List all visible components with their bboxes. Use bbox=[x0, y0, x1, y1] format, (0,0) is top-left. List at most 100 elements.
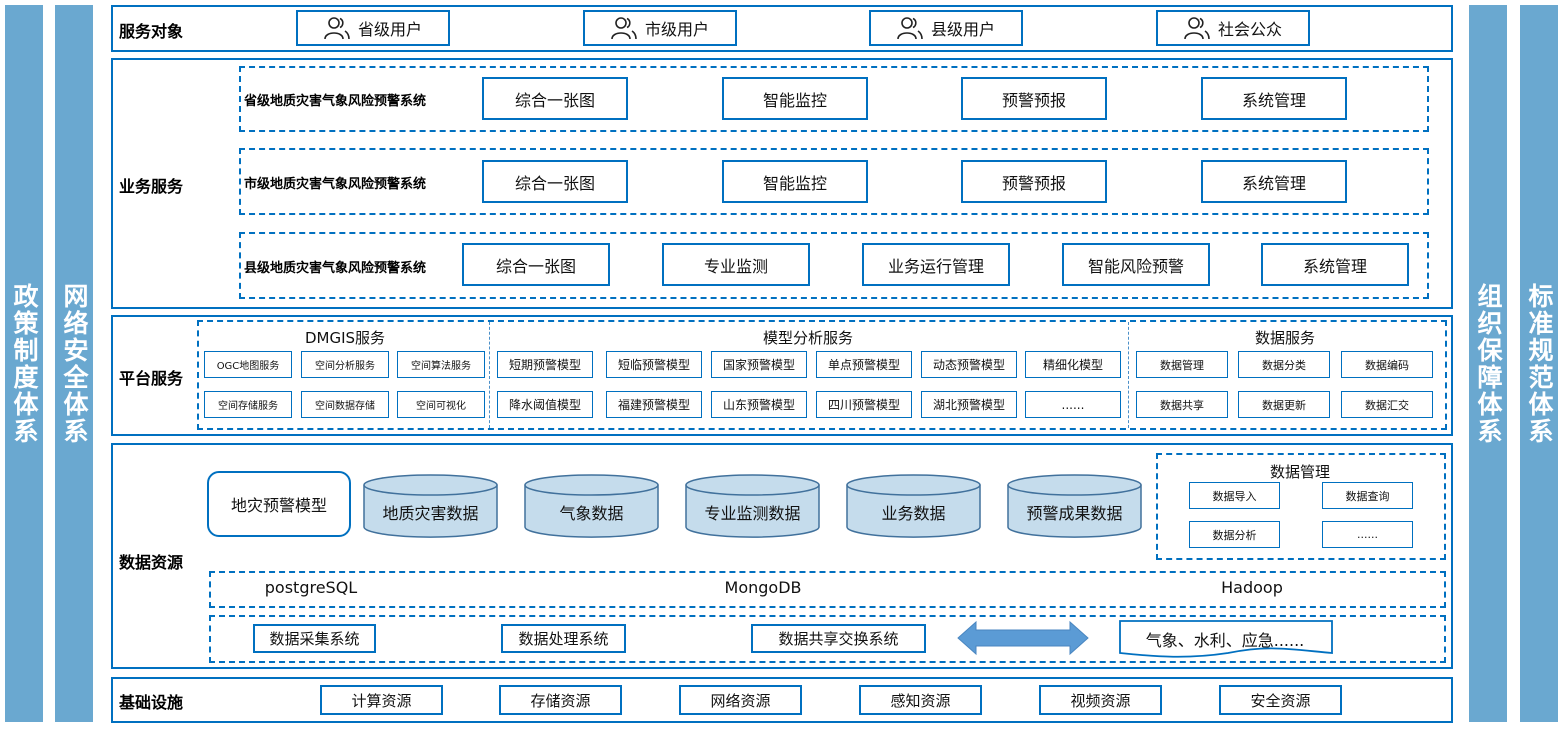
data-management-box: 数据分析 bbox=[1189, 521, 1280, 548]
dmgis-service-box: 空间算法服务 bbox=[397, 351, 485, 378]
database-label: 专业监测数据 bbox=[704, 504, 801, 523]
layer-label: 业务服务 bbox=[119, 177, 184, 196]
database-cylinder: 地质灾害数据 bbox=[363, 474, 498, 538]
divider bbox=[489, 322, 490, 428]
business-module-button: 综合一张图 bbox=[482, 77, 628, 120]
user-target-label: 市级用户 bbox=[644, 20, 709, 39]
business-module-button: 智能监控 bbox=[722, 77, 868, 120]
database-icon bbox=[1007, 474, 1142, 538]
database-icon bbox=[846, 474, 981, 538]
users-icon bbox=[897, 17, 923, 40]
group-label: 省级地质灾害气象风险预警系统 bbox=[244, 94, 427, 109]
dmgis-service-box: 空间数据存储 bbox=[301, 391, 389, 418]
users-icon bbox=[611, 17, 637, 40]
users-icon bbox=[324, 17, 350, 40]
database-cylinder: 气象数据 bbox=[524, 474, 659, 538]
model-box: 国家预警模型 bbox=[711, 351, 807, 378]
infrastructure-resource-box: 存储资源 bbox=[499, 685, 622, 715]
database-icon bbox=[685, 474, 820, 538]
data-services-title: 数据服务 bbox=[1254, 329, 1316, 347]
business-module-button: 系统管理 bbox=[1201, 160, 1347, 203]
business-module-button: 综合一张图 bbox=[482, 160, 628, 203]
data-service-box: 数据汇交 bbox=[1341, 391, 1433, 418]
data-service-box: 数据管理 bbox=[1136, 351, 1228, 378]
user-target-box: 社会公众 bbox=[1156, 10, 1310, 46]
data-service-box: 数据共享 bbox=[1136, 391, 1228, 418]
models-title: 模型分析服务 bbox=[762, 329, 854, 347]
business-module-button: 专业监测 bbox=[662, 243, 810, 286]
infrastructure-resource-box: 安全资源 bbox=[1219, 685, 1342, 715]
model-box: 短期预警模型 bbox=[497, 351, 593, 378]
model-box: 四川预警模型 bbox=[816, 391, 912, 418]
model-box: 福建预警模型 bbox=[606, 391, 702, 418]
business-module-button: 预警预报 bbox=[961, 77, 1107, 120]
data-management-group bbox=[1156, 453, 1446, 560]
layer-label: 基础设施 bbox=[119, 693, 184, 712]
business-module-button: 智能风险预警 bbox=[1062, 243, 1210, 286]
external-sources-shape bbox=[1119, 620, 1333, 658]
layer-label: 数据资源 bbox=[119, 553, 184, 572]
database-cylinder: 专业监测数据 bbox=[685, 474, 820, 538]
infrastructure-resource-box: 网络资源 bbox=[679, 685, 802, 715]
user-target-box: 市级用户 bbox=[583, 10, 737, 46]
dmgis-service-box: 空间分析服务 bbox=[301, 351, 389, 378]
group-label: 市级地质灾害气象风险预警系统 bbox=[244, 177, 427, 192]
infrastructure-resource-box: 视频资源 bbox=[1039, 685, 1162, 715]
data-management-title: 数据管理 bbox=[1269, 463, 1331, 481]
group-label: 县级地质灾害气象风险预警系统 bbox=[244, 261, 427, 276]
data-service-box: 数据分类 bbox=[1238, 351, 1330, 378]
dmgis-service-box: 空间存储服务 bbox=[204, 391, 292, 418]
side-organization-system: 组织保障体系 bbox=[1469, 5, 1507, 722]
user-target-label: 社会公众 bbox=[1217, 20, 1282, 39]
database-icon bbox=[524, 474, 659, 538]
external-sources-label: 气象、水利、应急...... bbox=[1145, 631, 1305, 650]
side-policy-system: 政策制度体系 bbox=[5, 5, 43, 722]
side-network-security-system: 网络安全体系 bbox=[55, 5, 93, 722]
database-cylinder: 业务数据 bbox=[846, 474, 981, 538]
divider bbox=[1128, 322, 1129, 428]
database-label: 气象数据 bbox=[559, 504, 624, 523]
business-module-button: 业务运行管理 bbox=[862, 243, 1010, 286]
city-system-group bbox=[239, 148, 1429, 215]
business-module-button: 预警预报 bbox=[961, 160, 1107, 203]
business-module-button: 系统管理 bbox=[1201, 77, 1347, 120]
data-management-box: ...... bbox=[1322, 521, 1413, 548]
data-system-box: 数据共享交换系统 bbox=[751, 624, 926, 653]
platform-services-group bbox=[197, 320, 1447, 430]
data-system-box: 数据采集系统 bbox=[253, 624, 376, 653]
model-box: 湖北预警模型 bbox=[921, 391, 1017, 418]
database-label: 预警成果数据 bbox=[1026, 504, 1123, 523]
database-label: 地质灾害数据 bbox=[382, 504, 479, 523]
database-icon bbox=[363, 474, 498, 538]
dmgis-service-box: 空间可视化 bbox=[397, 391, 485, 418]
systems-group bbox=[209, 615, 1446, 663]
business-module-button: 系统管理 bbox=[1261, 243, 1409, 286]
disaster-model-box: 地灾预警模型 bbox=[207, 471, 351, 537]
dmgis-title: DMGIS服务 bbox=[304, 329, 386, 347]
model-box: ...... bbox=[1025, 391, 1121, 418]
user-target-box: 省级用户 bbox=[296, 10, 450, 46]
infrastructure-resource-box: 感知资源 bbox=[859, 685, 982, 715]
dmgis-service-box: OGC地图服务 bbox=[204, 351, 292, 378]
business-module-button: 综合一张图 bbox=[462, 243, 610, 286]
model-box: 降水阈值模型 bbox=[497, 391, 593, 418]
data-system-box: 数据处理系统 bbox=[501, 624, 626, 653]
database-label: 业务数据 bbox=[881, 504, 946, 523]
layer-label: 平台服务 bbox=[119, 369, 184, 388]
users-icon bbox=[1184, 17, 1210, 40]
model-box: 短临预警模型 bbox=[606, 351, 702, 378]
storage-mongodb: MongoDB bbox=[724, 578, 802, 597]
database-cylinder: 预警成果数据 bbox=[1007, 474, 1142, 538]
data-management-box: 数据导入 bbox=[1189, 482, 1280, 509]
layer-label: 服务对象 bbox=[119, 22, 184, 41]
model-box: 单点预警模型 bbox=[816, 351, 912, 378]
county-system-group bbox=[239, 232, 1429, 299]
province-system-group bbox=[239, 66, 1429, 132]
business-module-button: 智能监控 bbox=[722, 160, 868, 203]
user-target-box: 县级用户 bbox=[869, 10, 1023, 46]
data-service-box: 数据编码 bbox=[1341, 351, 1433, 378]
storage-postgresql: postgreSQL bbox=[264, 578, 358, 597]
storage-hadoop: Hadoop bbox=[1221, 578, 1283, 597]
side-standards-system: 标准规范体系 bbox=[1520, 5, 1558, 722]
